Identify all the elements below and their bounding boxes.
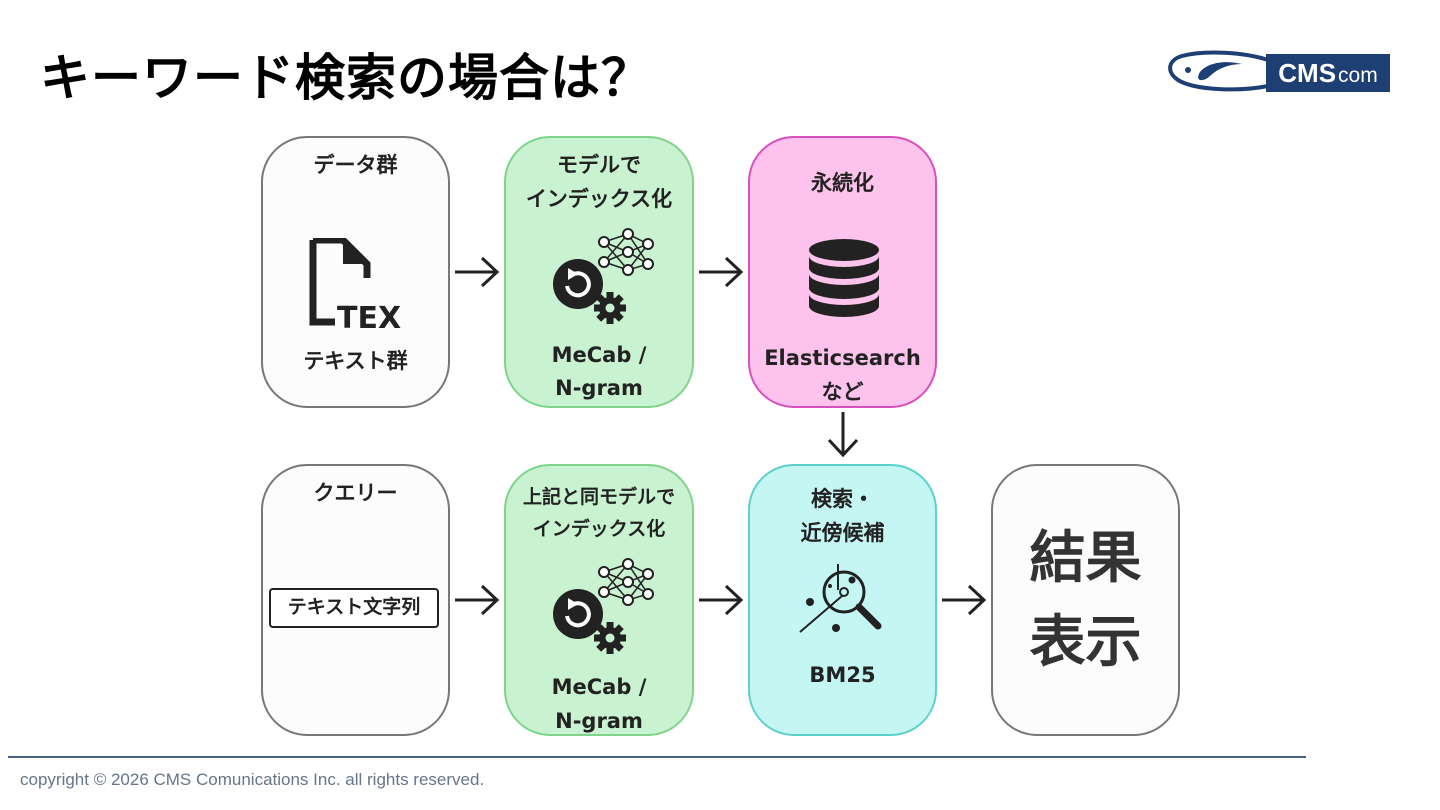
magnifier-scatter-icon: [799, 564, 882, 633]
arrow-right-icon: [942, 584, 987, 616]
logo-swoosh-icon: [1168, 50, 1269, 92]
arrow-right-icon: [455, 256, 500, 288]
persist-box: 永続化 Elasticsearch など: [748, 136, 937, 408]
model-index-caption-2: N-gram: [555, 376, 643, 400]
persist-caption-1: Elasticsearch: [764, 346, 921, 370]
query-index-caption-1: MeCab /: [551, 675, 647, 699]
search-caption: BM25: [809, 663, 876, 687]
model-index-caption-1: MeCab /: [551, 343, 647, 367]
query-index-title-1: 上記と同モデルで: [522, 486, 675, 508]
query-title: クエリー: [313, 481, 398, 505]
database-icon: [809, 239, 879, 317]
arrow-right-icon: [699, 256, 744, 288]
persist-caption-2: など: [821, 380, 864, 404]
query-index-title-2: インデックス化: [532, 518, 666, 540]
arrow-down-icon: [827, 412, 859, 458]
query-index-caption-2: N-gram: [555, 709, 643, 733]
query-index-box: 上記と同モデルで インデックス化 MeCab / N-gra: [504, 464, 694, 736]
search-title-2: 近傍候補: [800, 521, 885, 545]
model-index-title-1: モデルで: [557, 153, 641, 177]
arrow-right-icon: [455, 584, 500, 616]
page-title: キーワード検索の場合は？: [40, 49, 652, 107]
document-tex-icon: TEX: [309, 238, 401, 334]
model-index-title-2: インデックス化: [525, 187, 673, 211]
query-box: クエリー テキスト文字列: [261, 464, 450, 736]
arrow-right-icon: [699, 584, 744, 616]
result-box: 結果 表示: [991, 464, 1180, 736]
neural-network-gear-icon: [553, 558, 654, 654]
copyright-footer: copyright © 2026 CMS Comunications Inc. …: [20, 770, 485, 789]
data-group-title: データ群: [313, 153, 398, 177]
model-index-box: モデルで インデックス化 MeCab / N-gram: [504, 136, 694, 408]
svg-text:TEX: TEX: [337, 301, 401, 334]
result-line-2: 表示: [1029, 610, 1142, 675]
data-group-box: データ群 TEX テキスト群: [261, 136, 450, 408]
result-line-1: 結果: [1029, 526, 1142, 591]
neural-network-gear-icon: [553, 228, 654, 324]
footer-divider: [8, 756, 1306, 758]
search-box: 検索・ 近傍候補 BM25: [748, 464, 937, 736]
search-title-1: 検索・: [811, 487, 874, 511]
persist-title: 永続化: [811, 171, 874, 195]
query-text-chip: テキスト文字列: [269, 588, 439, 628]
data-group-caption: テキスト群: [303, 349, 408, 373]
